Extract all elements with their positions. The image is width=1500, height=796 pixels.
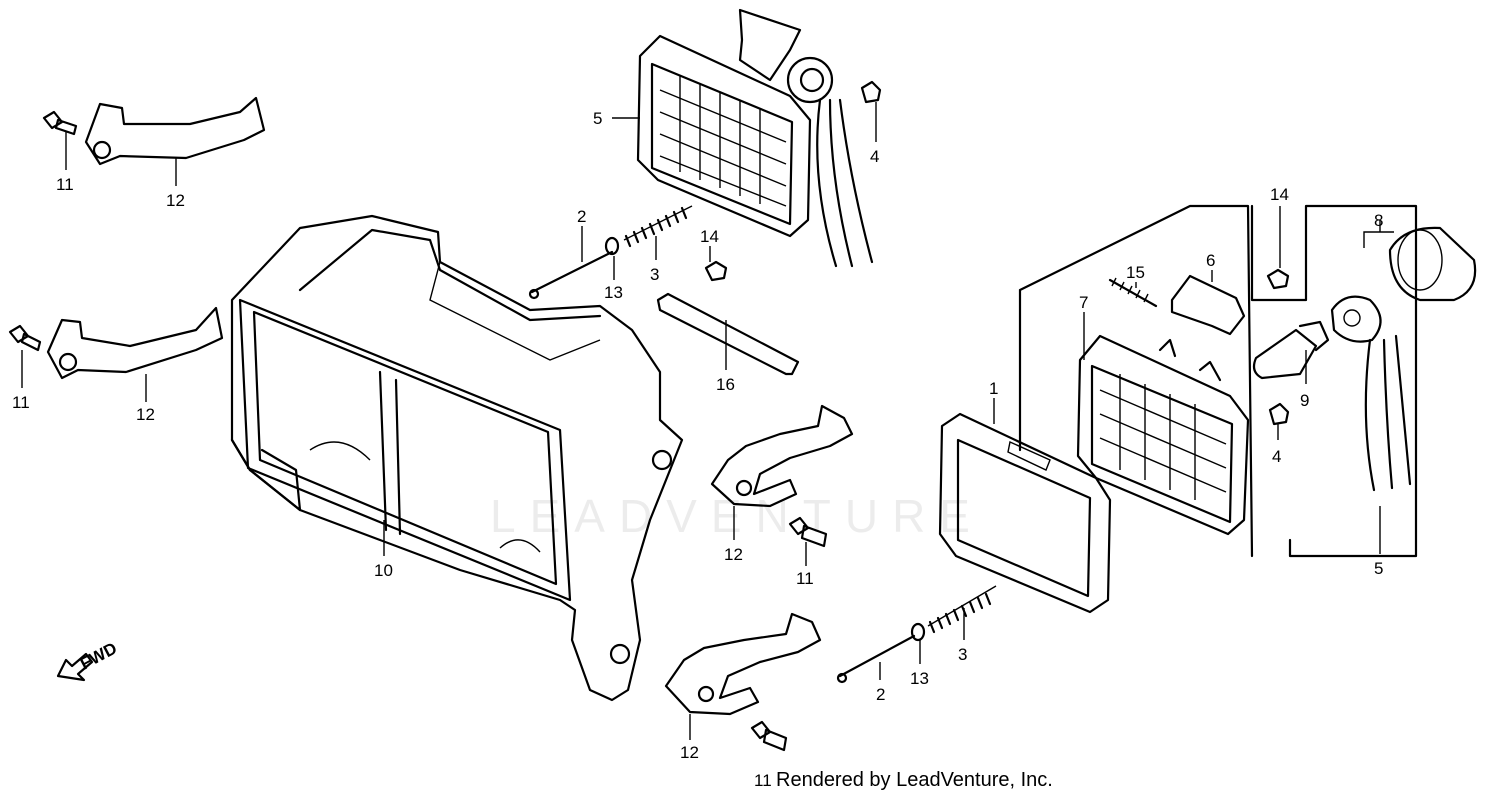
label-15: 15 bbox=[1126, 263, 1145, 282]
right-headlight-assembly bbox=[938, 204, 1477, 614]
label-16: 16 bbox=[716, 375, 735, 394]
hardware bbox=[8, 80, 1290, 752]
label-13-upper: 13 bbox=[604, 283, 623, 302]
label-5-upper: 5 bbox=[593, 109, 602, 128]
label-12-mid-left: 12 bbox=[136, 405, 155, 424]
label-7: 7 bbox=[1079, 293, 1088, 312]
label-14-upper: 14 bbox=[700, 227, 719, 246]
label-11-lower: 11 bbox=[754, 771, 772, 790]
label-12-upper-left: 12 bbox=[166, 191, 185, 210]
label-4-right: 4 bbox=[1272, 447, 1281, 466]
label-3-upper: 3 bbox=[650, 265, 659, 284]
label-5-right: 5 bbox=[1374, 559, 1383, 578]
upper-headlight-unit bbox=[636, 8, 874, 268]
label-11-upper-left: 11 bbox=[56, 175, 74, 194]
label-1: 1 bbox=[989, 379, 998, 398]
label-2-upper: 2 bbox=[577, 207, 586, 226]
label-9: 9 bbox=[1300, 391, 1309, 410]
headlight-case bbox=[230, 214, 684, 702]
label-3-lower: 3 bbox=[958, 645, 967, 664]
label-10: 10 bbox=[374, 561, 393, 580]
label-13-lower: 13 bbox=[910, 669, 929, 688]
leader-lines bbox=[21, 102, 1381, 740]
label-12-lower: 12 bbox=[680, 743, 699, 762]
credit-text: Rendered by LeadVenture, Inc. bbox=[776, 769, 1053, 791]
label-11-center: 11 bbox=[796, 569, 814, 588]
label-8: 8 bbox=[1374, 211, 1383, 230]
fwd-label: FWD bbox=[77, 639, 120, 674]
label-14-right: 14 bbox=[1270, 185, 1289, 204]
watermark-text: LEADVENTURE bbox=[490, 490, 984, 542]
label-6: 6 bbox=[1206, 251, 1215, 270]
label-12-center: 12 bbox=[724, 545, 743, 564]
part-labels: 5 4 11 12 11 12 2 3 13 14 16 10 12 11 12… bbox=[12, 109, 1383, 790]
label-4-upper: 4 bbox=[870, 147, 879, 166]
label-2-lower: 2 bbox=[876, 685, 885, 704]
label-11-mid-left: 11 bbox=[12, 393, 30, 412]
